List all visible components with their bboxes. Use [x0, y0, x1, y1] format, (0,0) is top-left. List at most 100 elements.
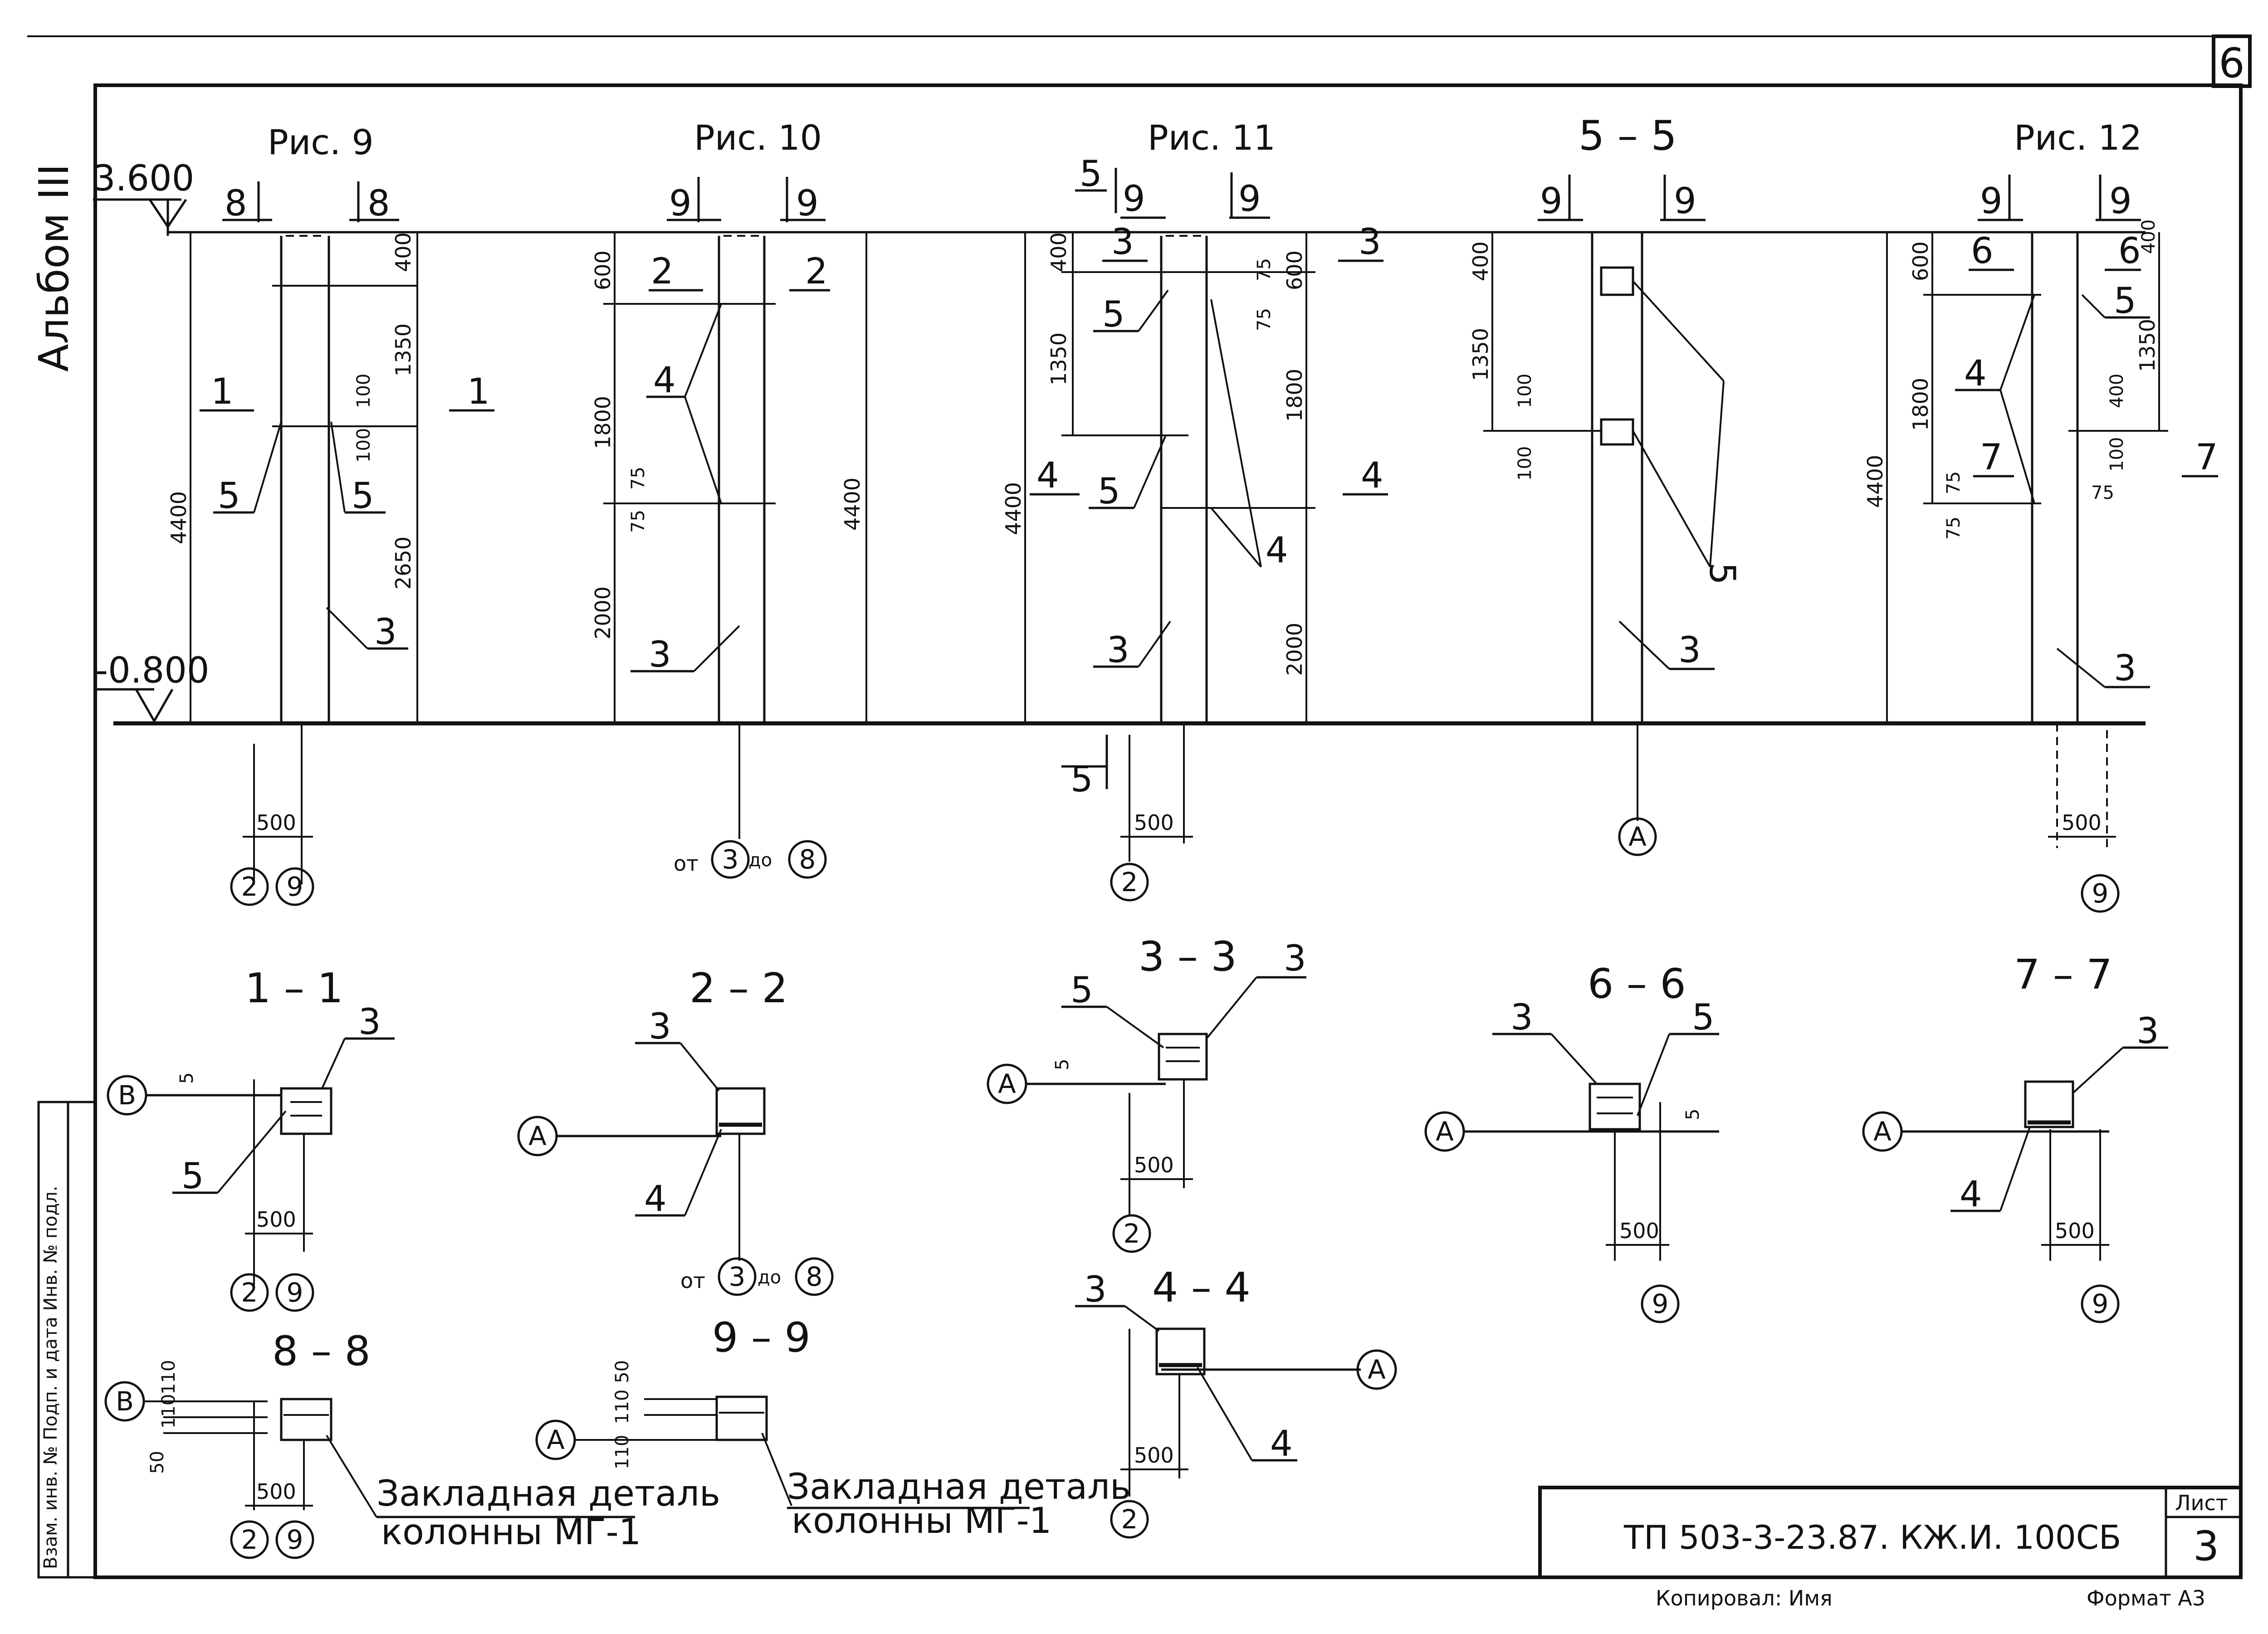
s11-callout-5: 5	[181, 1156, 204, 1197]
tb-sheet-label: Лист	[2175, 1491, 2228, 1515]
fig12-callout-3: 3	[2114, 648, 2136, 689]
tb-code: ТП 503-3-23.87. КЖ.И. 100СБ	[1623, 1518, 2121, 1556]
s99-bubble-axis: А	[547, 1424, 565, 1455]
s11-bubble-2: 2	[241, 1277, 258, 1308]
figure-11: Рис. 11 400 1350 4400 75 75 600 1800 200…	[1001, 117, 1388, 902]
fig12-title: Рис. 12	[2014, 117, 2142, 158]
s33-title: 3 – 3	[1139, 933, 1237, 980]
s99-note-line1: Закладная деталь	[787, 1467, 1131, 1507]
s33-bubble-2: 2	[1124, 1218, 1140, 1249]
fig12-callout-4: 4	[1964, 353, 1987, 394]
s11-dim-5: 5	[176, 1073, 197, 1084]
s22-callout-4: 4	[644, 1179, 667, 1219]
fig11-dim-1800: 1800	[1282, 369, 1307, 422]
fig12-cut-7a: 7	[1980, 437, 2003, 478]
s44-bubble-2: 2	[1121, 1504, 1138, 1535]
s22-callout-3: 3	[649, 1006, 671, 1047]
s66-bubble-axis: А	[1436, 1116, 1454, 1147]
fig12-cut-9a: 9	[1980, 181, 2003, 222]
fig12-bubble-9: 9	[2092, 878, 2109, 909]
s88-note-line2: колонны МГ-1	[381, 1512, 641, 1553]
s22-bubble-3: 3	[729, 1261, 746, 1292]
fig11-dim-600: 600	[1282, 250, 1307, 290]
fig9-bubble-9: 9	[287, 871, 303, 902]
fig11-cut-9b: 9	[1238, 179, 1261, 219]
album-label: Альбом III	[30, 164, 78, 372]
s11-callout-3: 3	[358, 1002, 381, 1043]
s77-callout-4: 4	[1960, 1174, 1982, 1215]
fig9-callout-5b: 5	[352, 476, 374, 517]
title-block: ТП 503-3-23.87. КЖ.И. 100СБ Лист 3 Копир…	[1538, 1486, 2243, 1610]
s88-note-line1: Закладная деталь	[376, 1473, 720, 1514]
fig12-dim-400a: 400	[2138, 219, 2159, 254]
sec55-dim-1350: 1350	[1468, 328, 1493, 381]
s99-dim-110a: 110	[612, 1390, 633, 1424]
sec55-dim-100a: 100	[1515, 374, 1535, 408]
fig10-dim-600: 600	[591, 250, 615, 290]
s88-title: 8 – 8	[272, 1327, 371, 1375]
fig11-dim-2000: 2000	[1282, 623, 1307, 676]
s99-dim-50: 50	[612, 1360, 633, 1383]
tb-format: Формат А3	[2087, 1586, 2205, 1610]
s11-bubble-9: 9	[287, 1277, 303, 1308]
fig12-cut-6b: 6	[2118, 231, 2141, 272]
fig11-callout-4: 4	[1266, 530, 1288, 571]
fig11-cut-4a: 4	[1036, 455, 1059, 496]
s88-dim-50: 50	[147, 1451, 168, 1474]
s11-title: 1 – 1	[245, 965, 343, 1012]
sec55-cut-9a: 9	[1540, 181, 1563, 222]
tb-copied-by: Копировал: Имя	[1656, 1586, 1833, 1610]
s33-callout-5: 5	[1070, 970, 1093, 1011]
s77-bubble-9: 9	[2092, 1288, 2109, 1319]
section-7-7: 7 – 7 А 3 4 500 9	[1862, 951, 2168, 1323]
s99-dim-110b: 110	[612, 1435, 633, 1469]
s66-dim-500: 500	[1619, 1219, 1659, 1243]
fig11-cut-9a: 9	[1123, 179, 1145, 219]
s33-callout-3: 3	[1284, 938, 1306, 979]
sec55-callout-3: 3	[1678, 630, 1701, 671]
s44-dim-500: 500	[1134, 1443, 1174, 1468]
s88-dim-110a: 110	[158, 1360, 179, 1395]
s66-bubble-9: 9	[1652, 1288, 1669, 1319]
fig9-bubble-2: 2	[241, 871, 258, 902]
fig9-dim-1350: 1350	[391, 323, 415, 376]
fig10-bubble-8: 8	[799, 844, 816, 875]
s22-bubble-8: 8	[806, 1261, 823, 1292]
fig12-dim-75c: 75	[2091, 483, 2114, 503]
s44-callout-4: 4	[1270, 1424, 1293, 1464]
fig10-cut-2a: 2	[651, 251, 674, 292]
sec55-dim-400: 400	[1468, 241, 1493, 281]
s77-callout-3: 3	[2136, 1011, 2159, 1052]
fig10-bubble-3: 3	[722, 844, 739, 875]
fig12-cut-6a: 6	[1971, 231, 1994, 272]
fig11-dim-1350: 1350	[1046, 332, 1071, 385]
s22-note-from: от	[680, 1268, 705, 1293]
fig10-note-from: от	[674, 851, 699, 876]
fig11-callout-5a: 5	[1102, 294, 1125, 335]
s77-bubble-axis: А	[1873, 1116, 1892, 1147]
section-2-2: 2 – 2 А 3 4 от 3 до 8	[517, 965, 834, 1296]
s66-callout-5: 5	[1692, 997, 1715, 1038]
fig9-cut-8b: 8	[367, 183, 390, 224]
fig10-title: Рис. 10	[694, 117, 822, 158]
fig9-callout-5a: 5	[218, 476, 240, 517]
fig10-callout-3: 3	[649, 634, 671, 675]
sec55-cut-9b: 9	[1674, 181, 1696, 222]
s22-title: 2 – 2	[689, 965, 788, 1012]
section-5-5-elevation: 5 – 5 400 1350 100 100 9 9 5 3 А	[1468, 112, 1742, 856]
fig10-cut-9b: 9	[796, 183, 819, 224]
fig11-dim-75b: 75	[1254, 308, 1275, 331]
level-top: 3.600	[93, 158, 194, 199]
fig9-dim-100b: 100	[353, 428, 374, 463]
s44-title: 4 – 4	[1152, 1264, 1251, 1312]
fig11-cut-4b: 4	[1361, 455, 1383, 496]
fig9-dim-4400: 4400	[166, 491, 191, 544]
s88-bubble-axis: В	[116, 1386, 134, 1417]
s88-bubble-2: 2	[241, 1524, 258, 1555]
level-bottom: -0.800	[95, 650, 209, 691]
fig10-dim-4400: 4400	[840, 478, 865, 531]
fig10-dim-75a: 75	[628, 467, 649, 490]
fig12-callout-5: 5	[2114, 281, 2136, 322]
s11-bubble-axis: В	[118, 1080, 136, 1111]
fig10-dim-1800: 1800	[591, 396, 615, 449]
